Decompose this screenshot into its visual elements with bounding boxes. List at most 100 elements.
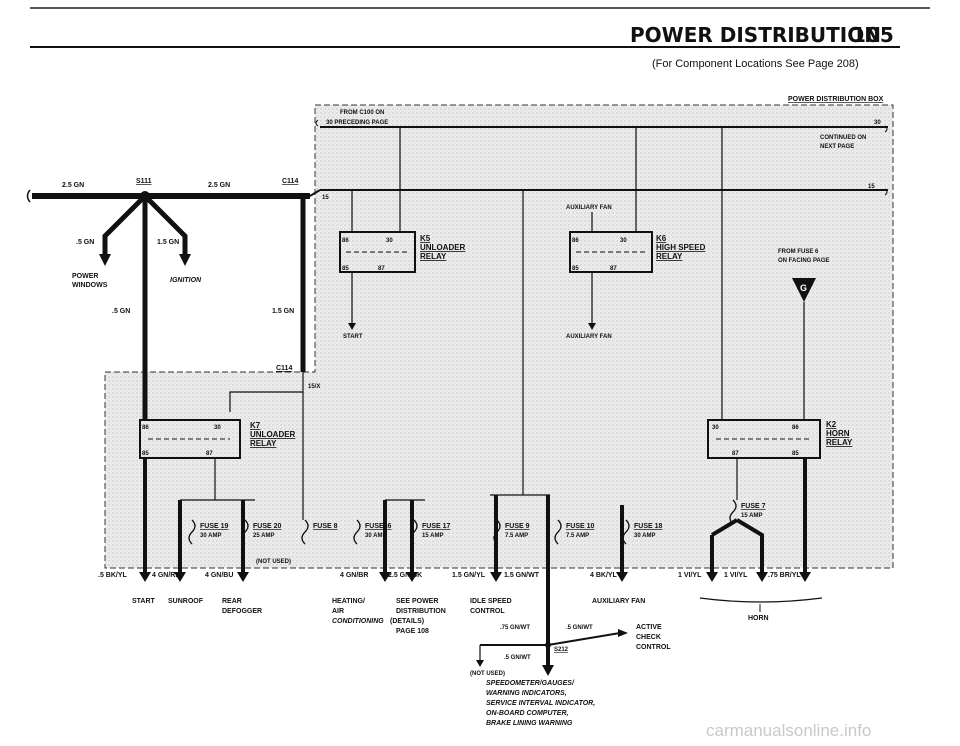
svg-text:4 GN/RD: 4 GN/RD [152,572,180,579]
svg-text:K6: K6 [656,234,667,243]
arrow [174,572,186,582]
svg-text:87: 87 [732,451,739,457]
svg-text:CONDITIONING: CONDITIONING [332,618,384,625]
svg-text:1.5 GN/WT: 1.5 GN/WT [504,572,540,579]
arrow [99,254,111,266]
svg-text:4 GN/BU: 4 GN/BU [205,572,233,579]
facing-page-label: ON FACING PAGE [778,258,830,264]
wire-label: 2.5 GN [208,182,230,189]
svg-text:85: 85 [572,266,579,272]
bus15-left-label: 15 [322,195,329,201]
fuse-symbol [188,519,196,545]
svg-text:PAGE 108: PAGE 108 [396,628,429,635]
svg-text:RELAY: RELAY [420,252,447,261]
arrow [379,572,391,582]
destination-labels: START SUNROOF REAR DEFOGGER HEATING/ AIR… [132,598,769,635]
svg-text:87: 87 [206,451,213,457]
relay-k7: 86 30 85 87 K7 UNLOADER RELAY [139,419,296,459]
svg-text:.5 GN/WT: .5 GN/WT [504,655,531,661]
svg-text:4 BK/YL: 4 BK/YL [590,572,618,579]
fuse-symbol [493,519,501,545]
svg-text:.75 BR/YL: .75 BR/YL [768,572,801,579]
start-top-label: START [343,334,363,340]
svg-text:DEFOGGER: DEFOGGER [222,608,262,615]
power-windows-label: POWER [72,273,98,280]
bus15-right-label: 15 [868,184,875,190]
svg-text:RELAY: RELAY [656,252,683,261]
relay-k6: 86 30 85 87 K6 HIGH SPEED RELAY [569,231,706,273]
fuse-symbol [622,519,630,545]
fuse-amp: 15 AMP [422,533,443,539]
fuse-amp: 30 AMP [200,533,221,539]
power-distribution-box [104,104,894,569]
next-page-label: NEXT PAGE [820,144,854,150]
svg-text:K7: K7 [250,421,261,430]
arrow [237,572,249,582]
bus30-right-label: 30 [874,120,881,126]
fuse-name: FUSE 10 [566,523,595,530]
relay-k2: 30 86 87 85 K2 HORN RELAY [707,419,853,459]
page-subtitle: (For Component Locations See Page 208) [652,58,859,70]
svg-text:85: 85 [792,451,799,457]
from-fuse-label: FROM FUSE 6 [778,249,819,255]
svg-text:SUNROOF: SUNROOF [168,598,204,605]
connector-label: C114 [282,178,298,185]
svg-text:AUXILIARY FAN: AUXILIARY FAN [592,598,645,605]
svg-text:RELAY: RELAY [826,438,853,447]
svg-text:86: 86 [342,238,349,244]
ground-icon [792,278,816,302]
relay-k5: 86 30 85 87 K5 UNLOADER RELAY [339,231,466,273]
svg-text:85: 85 [142,451,149,457]
fuse-amp: 15 AMP [741,513,762,519]
page-title: POWER DISTRIBUTION [630,23,881,47]
svg-text:AIR: AIR [332,608,344,615]
splice-s212-group: .75 GN/WT .5 GN/WT .5 GN/WT S212 ACTIVE … [470,624,671,677]
fuse-amp: 30 AMP [634,533,655,539]
svg-text:(DETAILS): (DETAILS) [390,618,424,625]
svg-text:86: 86 [142,425,149,431]
svg-text:87: 87 [610,266,617,272]
wire-label: 1.5 GN [157,239,179,246]
svg-text:SEE POWER: SEE POWER [396,598,438,605]
output-wire-labels: .5 BK/YL 4 GN/RD 4 GN/BU 4 GN/BR 2.5 GN/… [98,572,801,579]
svg-text:UNLOADER: UNLOADER [420,243,466,252]
svg-text:HEATING/: HEATING/ [332,598,365,605]
not-used-label: (NOT USED) [256,559,291,565]
fuse-name: FUSE 19 [200,523,229,530]
splice-label: S111 [136,178,152,185]
fuse-symbol [301,519,309,545]
svg-text:30: 30 [386,238,393,244]
svg-text:30: 30 [214,425,221,431]
svg-text:BRAKE LINING WARNING: BRAKE LINING WARNING [486,720,573,727]
svg-text:RELAY: RELAY [250,439,277,448]
arrow [616,572,628,582]
arrow [799,572,811,582]
svg-text:(NOT USED): (NOT USED) [470,671,505,677]
svg-text:2.5 GN/BK: 2.5 GN/BK [388,572,422,579]
svg-text:WARNING INDICATORS,: WARNING INDICATORS, [486,690,567,697]
fuse-amp: 7.5 AMP [505,533,528,539]
break-mark [884,125,888,133]
ground-label: G [800,283,807,293]
fuse-name: FUSE 17 [422,523,451,530]
fuse-amp: 30 AMP [365,533,386,539]
svg-text:K5: K5 [420,234,431,243]
arrow [706,572,718,582]
svg-text:.75 GN/WT: .75 GN/WT [500,625,530,631]
watermark: carmanualsonline.info [706,721,871,740]
arrow [756,572,768,582]
break-mark [26,189,31,203]
horn-bracket [699,597,823,603]
arrow [179,254,191,266]
svg-text:S212: S212 [554,647,569,653]
svg-text:87: 87 [378,266,385,272]
arrow [139,572,151,582]
wire-label: 1.5 GN [272,308,294,315]
svg-text:HIGH SPEED: HIGH SPEED [656,243,706,252]
fuse-name: FUSE 18 [634,523,663,530]
svg-text:85: 85 [342,266,349,272]
svg-text:ACTIVE: ACTIVE [636,624,662,631]
svg-text:K2: K2 [826,420,837,429]
fuse-symbol [353,519,361,545]
break-mark [315,119,319,127]
